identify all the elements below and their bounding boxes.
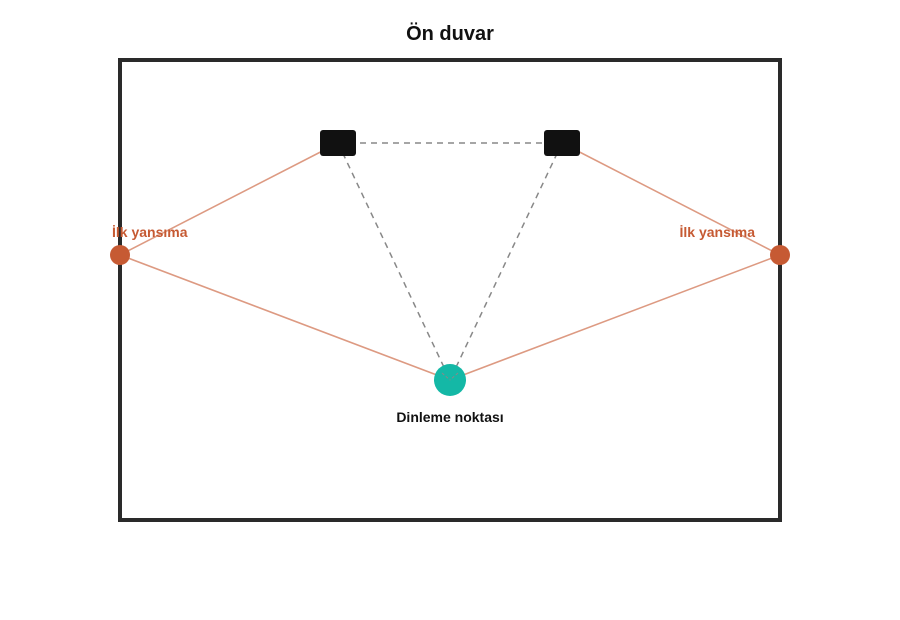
right-speaker [544,130,580,156]
left-reflection-label: İlk yansıma [112,224,188,240]
room-outline [118,58,782,522]
listener-dash-left [441,372,451,381]
right-reflection-label: İlk yansıma [680,224,756,240]
right-reflection-ray [449,142,782,381]
listener-dash-right [449,372,459,381]
left-speaker [320,130,356,156]
left-reflection-ray [118,142,451,381]
right-reflection-point [770,245,790,265]
front-wall-title: Ön duvar [406,22,494,45]
listening-point-label: Dinleme noktası [396,409,503,425]
left-reflection-point [110,245,130,265]
